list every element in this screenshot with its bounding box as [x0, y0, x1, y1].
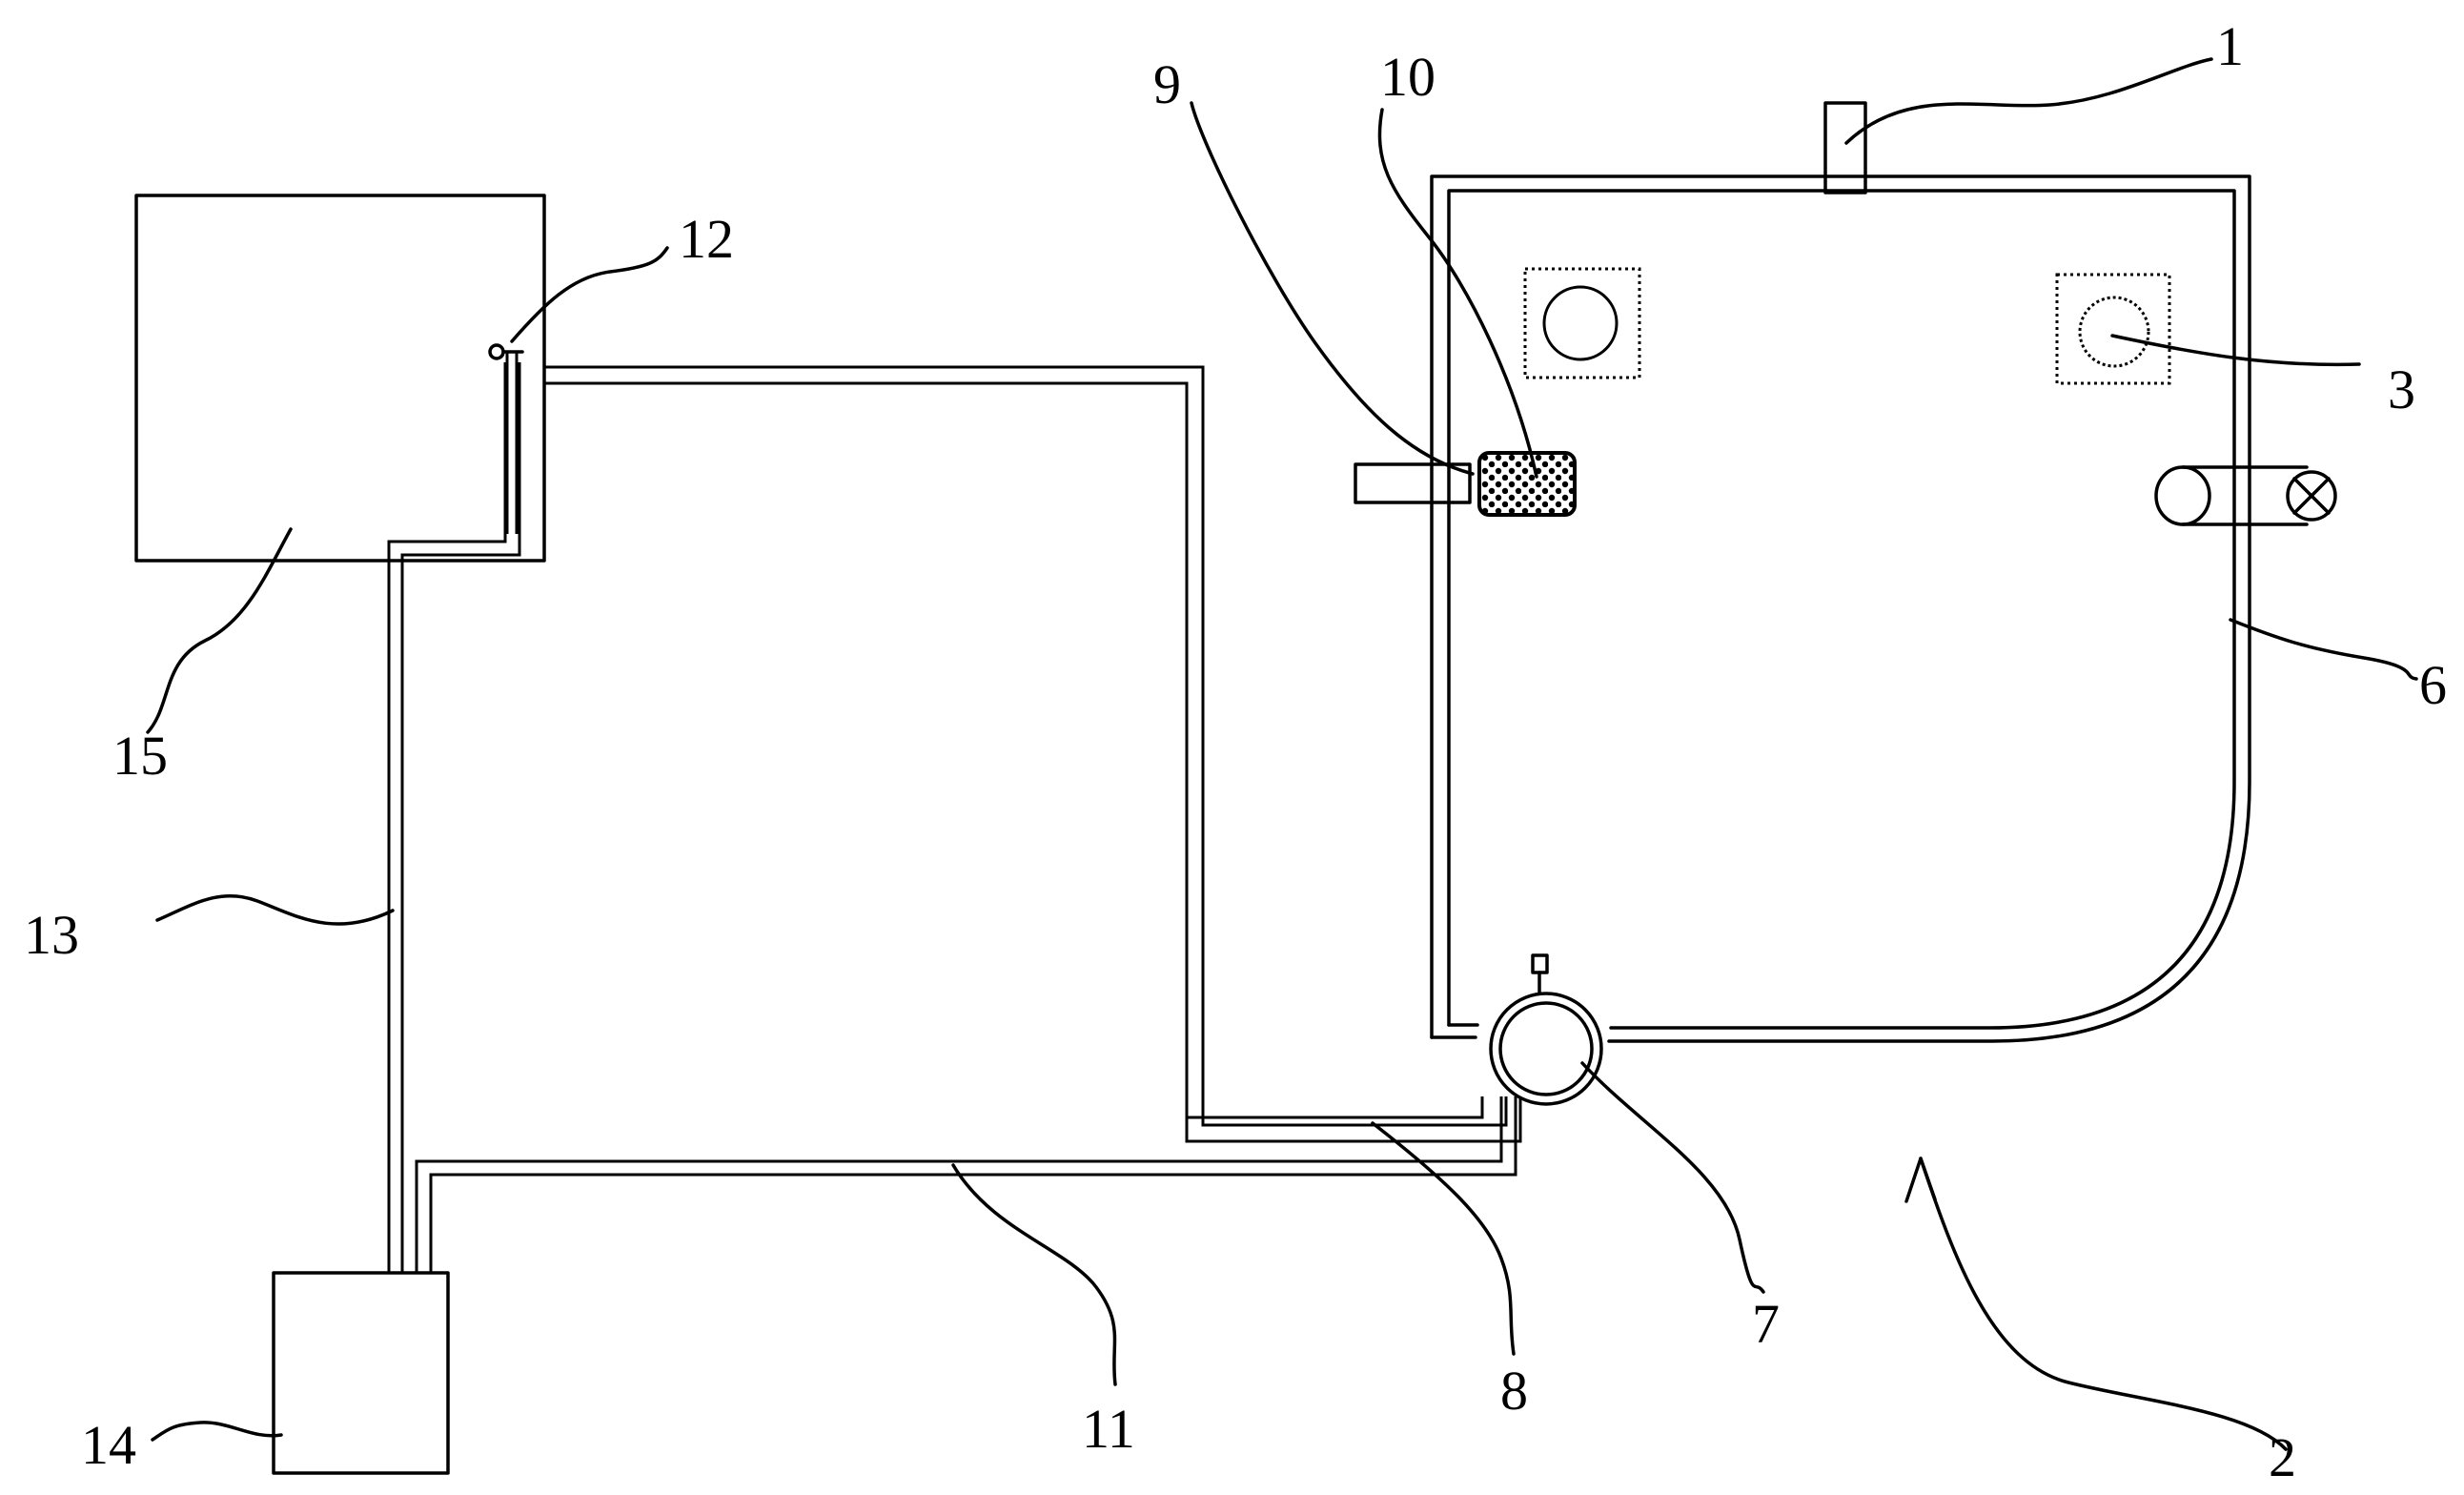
- label-7: 7: [1752, 1293, 1780, 1355]
- nozzle-1: [1823, 101, 1867, 195]
- labels: 1 2 3 6 7 8 9 10 11 12 13 14 15: [24, 15, 2447, 1488]
- pipe-11: [415, 1096, 1517, 1273]
- label-2: 2: [2269, 1426, 2296, 1488]
- leader-lines: [146, 57, 2418, 1451]
- filter-10: [1477, 451, 1577, 517]
- tank-outer-wall: [1430, 174, 2251, 1043]
- tank-inner-wall: [1447, 189, 2236, 1030]
- label-3: 3: [2388, 358, 2415, 420]
- box-15: [134, 194, 546, 563]
- label-6: 6: [2419, 654, 2447, 716]
- label-11: 11: [1082, 1398, 1135, 1460]
- label-8: 8: [1500, 1360, 1528, 1422]
- label-12: 12: [679, 208, 734, 270]
- label-10: 10: [1380, 46, 1436, 108]
- pipe-13: [387, 362, 521, 1273]
- label-15: 15: [112, 725, 168, 787]
- box-14: [272, 1271, 450, 1475]
- pump-7: [1489, 953, 1603, 1106]
- pipe-8: [1187, 1096, 1484, 1119]
- side-valve: [2154, 465, 2337, 526]
- label-1: 1: [2216, 15, 2244, 77]
- label-14: 14: [81, 1414, 136, 1476]
- port-9: [1354, 462, 1472, 504]
- sensor-3: [2055, 273, 2171, 385]
- pipe-upper-loop: [542, 365, 1522, 1143]
- label-13: 13: [24, 904, 79, 966]
- valve-12: [488, 343, 524, 534]
- label-9: 9: [1153, 53, 1181, 115]
- sensor-left: [1523, 267, 1641, 379]
